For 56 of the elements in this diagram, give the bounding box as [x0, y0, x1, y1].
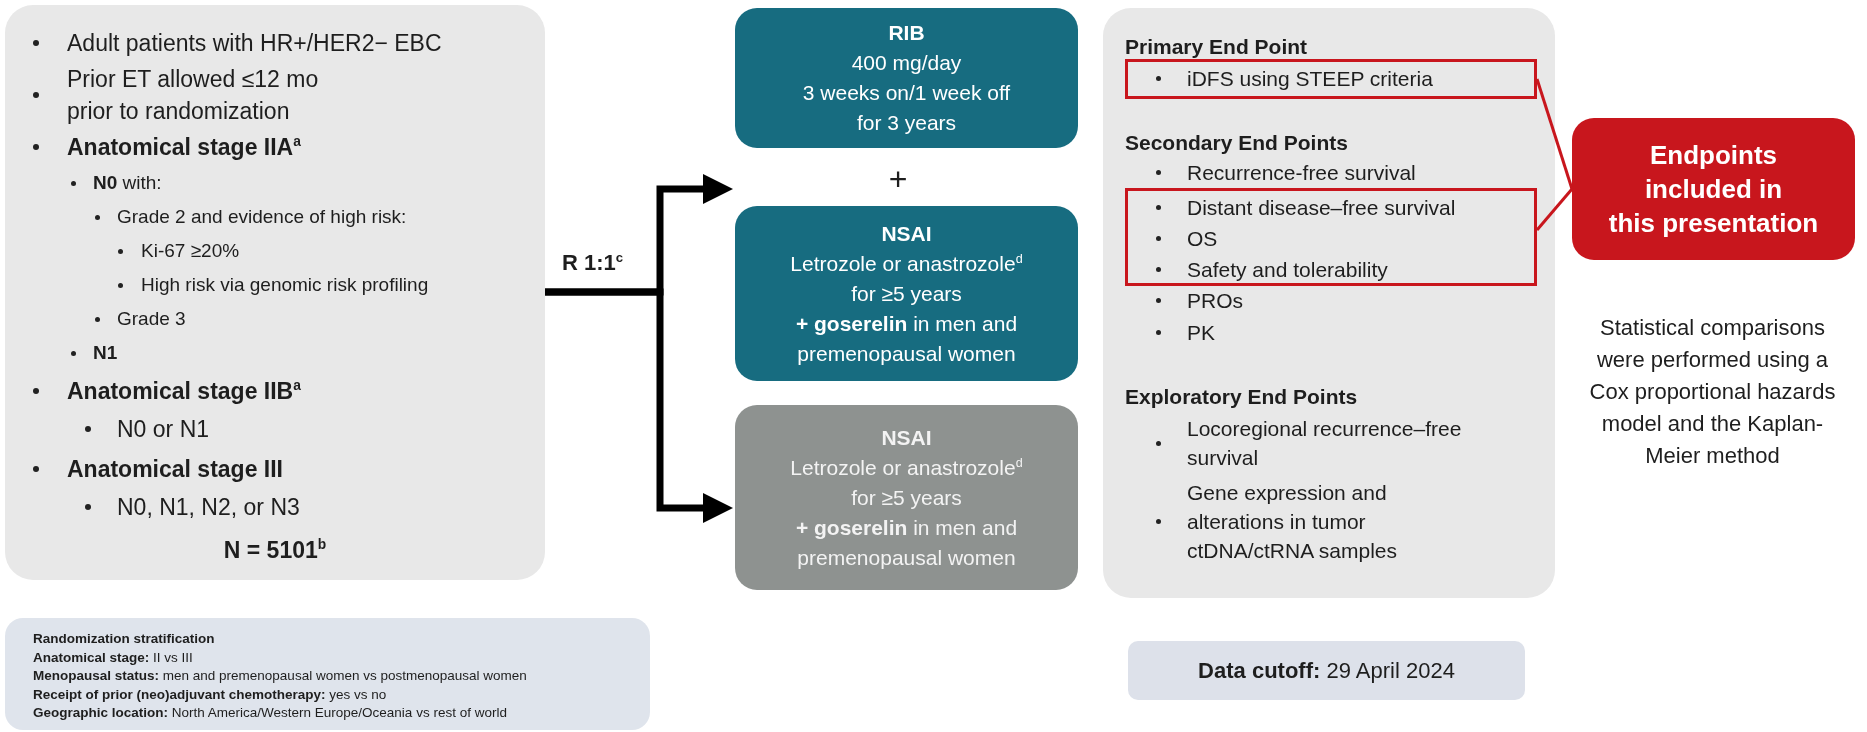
stratification-factor: Anatomical stage: II vs III — [33, 648, 194, 667]
dosing-text: + goserelin in men and premenopausal women — [794, 310, 1019, 367]
endpoint-item: Locoregional recurrence–free survival — [1187, 416, 1463, 471]
callout-box — [1572, 118, 1855, 260]
stratification-factor: Menopausal status: men and premenopausal women vs postmenopausal women — [33, 667, 527, 685]
endpoint-item: Safety and tolerability — [1187, 257, 1388, 283]
note-text: Statistical comparisons were performed using a Cox proportional hazards model and the Kaplan-Meier method — [1588, 314, 1837, 470]
criteria-item: Anatomical stage IIA$^{a}$ — [67, 133, 301, 162]
treatment-box — [735, 405, 1078, 590]
treatment-box — [735, 206, 1078, 381]
endpoints-panel — [1103, 8, 1555, 598]
cutoff-text: Data cutoff: 29 April 2024 — [1198, 657, 1455, 683]
section-heading: Exploratory End Points — [1125, 384, 1358, 410]
highlight-frame — [1125, 188, 1537, 286]
endpoint-item: iDFS using STEEP criteria — [1187, 66, 1433, 92]
box-heading: Randomization stratification — [33, 630, 216, 648]
dosing-text: + goserelin in men and premenopausal women — [794, 514, 1019, 571]
treatment-box — [735, 8, 1078, 148]
criteria-subitem: Ki-67 ≥20% — [141, 239, 240, 263]
stratification-factor: Receipt of prior (neo)adjuvant chemotherapy: yes vs no — [33, 685, 388, 704]
arrow — [545, 288, 733, 523]
dosing-text: for 3 years — [855, 110, 958, 136]
sample-size: N = 5101$^{b}$ — [223, 536, 327, 563]
stratification-box — [5, 618, 650, 730]
endpoint-item: PROs — [1187, 288, 1243, 314]
criteria-subitem: N0 with: — [93, 171, 162, 195]
cutoff-box — [1128, 641, 1525, 700]
arm-heading: NSAI — [880, 220, 933, 247]
criteria-subitem: Grade 2 and evidence of high risk: — [117, 205, 407, 229]
connector-line — [1535, 188, 1574, 231]
endpoint-item: PK — [1187, 320, 1215, 346]
criteria-subitem: High risk via genomic risk profiling — [141, 273, 429, 297]
callout-text: Endpoints included in this presentation — [1607, 139, 1820, 240]
section-heading: Primary End Point — [1125, 34, 1308, 60]
endpoint-item: Distant disease–free survival — [1187, 195, 1456, 221]
stratification-factor: Geographic location: North America/Western Europe/Oceania vs rest of world — [33, 704, 508, 722]
dosing-text: 400 mg/day — [850, 50, 963, 76]
endpoint-item: Recurrence-free survival — [1187, 160, 1416, 186]
endpoint-item: Gene expression and alterations in tumor ctDNA/ctRNA samples — [1187, 480, 1399, 564]
section-heading: Secondary End Points — [1125, 130, 1348, 156]
criteria-subitem: N0, N1, N2, or N3 — [117, 493, 300, 522]
criteria-item: Prior ET allowed ≤12 mo prior to randomization — [67, 65, 320, 126]
highlight-frame — [1125, 59, 1537, 99]
plus-sign: + — [887, 160, 909, 199]
connector-line — [1535, 78, 1574, 190]
endpoint-item: OS — [1187, 226, 1218, 252]
criteria-panel — [5, 5, 545, 580]
criteria-item: Adult patients with HR+/HER2− EBC — [67, 29, 442, 58]
arm-heading: RIB — [887, 20, 926, 46]
criteria-subitem: N0 or N1 — [117, 415, 210, 444]
criteria-subitem: Grade 3 — [117, 307, 186, 331]
criteria-subitem: N1 — [93, 341, 118, 365]
arm-heading: NSAI — [880, 424, 933, 451]
dosing-text: 3 weeks on/1 week off — [801, 80, 1012, 106]
criteria-item: Anatomical stage IIB$^{a}$ — [67, 377, 301, 406]
criteria-item: Anatomical stage III — [67, 455, 283, 484]
